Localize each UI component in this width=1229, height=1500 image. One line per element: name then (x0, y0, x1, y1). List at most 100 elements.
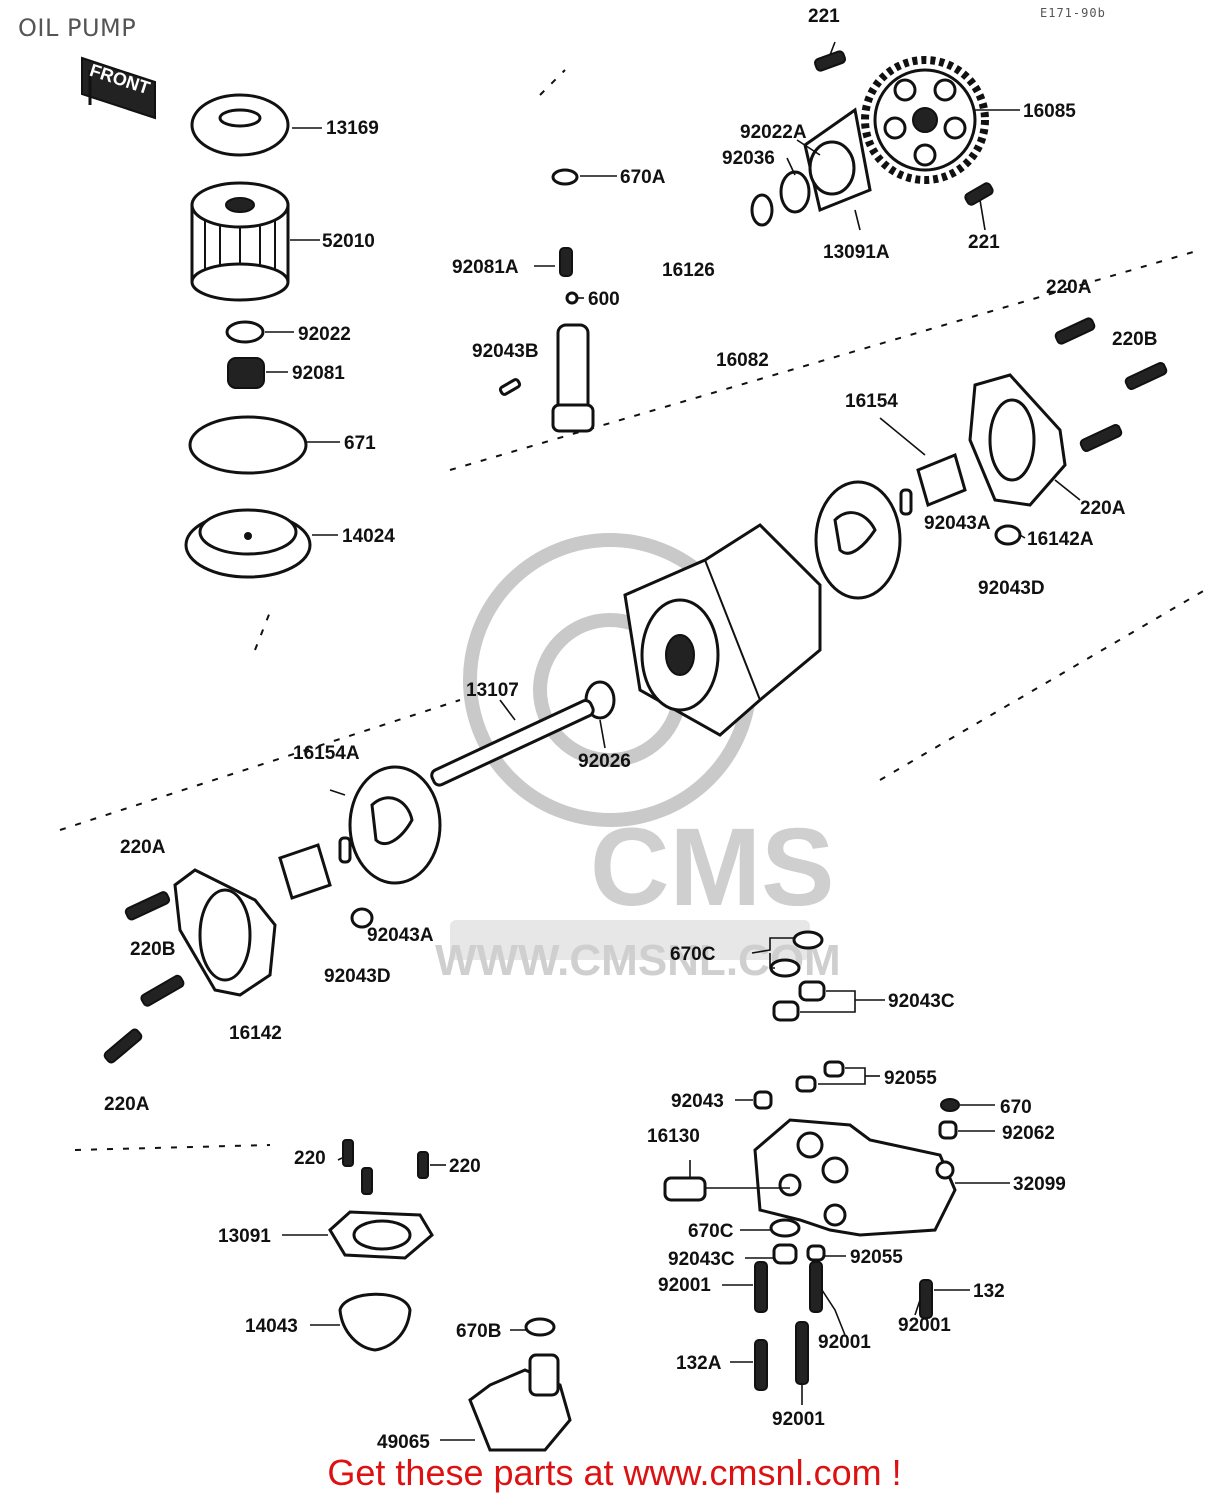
label-670A: 670A (620, 167, 666, 188)
collar-92055-b (795, 1075, 817, 1093)
label-16082: 16082 (716, 350, 769, 371)
ring-670C-1b (769, 958, 801, 978)
screw-220-2 (417, 1151, 429, 1179)
label-14043: 14043 (245, 1316, 298, 1337)
label-92055-2: 92055 (850, 1247, 903, 1268)
label-92022A: 92022A (740, 122, 807, 143)
label-13091A: 13091A (823, 242, 890, 263)
drawing-code: E171-90b (1040, 6, 1106, 20)
label-220-1: 220 (294, 1148, 326, 1169)
ball-600 (565, 291, 579, 305)
label-16154A: 16154A (293, 743, 360, 764)
ring-670C-1a (792, 930, 824, 950)
label-52010: 52010 (322, 231, 375, 252)
label-220A-left-2: 220A (104, 1094, 150, 1115)
pump-housing-32099 (753, 1118, 957, 1237)
label-220A-right-2: 220A (1080, 498, 1126, 519)
inner-rotor-left (278, 843, 332, 900)
label-16130: 16130 (647, 1126, 700, 1147)
shop-link[interactable]: Get these parts at www.cmsnl.com ! (327, 1452, 902, 1493)
collar-92043 (753, 1090, 773, 1110)
label-92081A: 92081A (452, 257, 519, 278)
label-92001-4: 92001 (772, 1409, 825, 1430)
pump-cover-left (173, 868, 277, 997)
label-670B: 670B (456, 1321, 501, 1342)
label-92043C-1: 92043C (888, 991, 955, 1012)
bolt-220A-left-1 (124, 891, 171, 921)
label-92026: 92026 (578, 751, 631, 772)
label-13107: 13107 (466, 680, 519, 701)
bolt-92001-4 (795, 1321, 809, 1385)
label-92043A-right: 92043A (924, 513, 991, 534)
collar-92055-a (823, 1060, 845, 1078)
bolt-92001-1 (754, 1261, 768, 1313)
washer-92036 (779, 170, 811, 214)
label-92001-2: 92001 (818, 1332, 871, 1353)
pin-16142A (994, 524, 1022, 546)
pump-body (623, 523, 822, 737)
o-ring-670B (524, 1317, 556, 1337)
watermark-url: WWW.CMSNL.COM (435, 936, 841, 985)
label-92081: 92081 (292, 363, 345, 384)
label-92043D-right: 92043D (978, 578, 1045, 599)
ring-670C-2 (769, 1218, 801, 1238)
label-92043: 92043 (671, 1091, 724, 1112)
leader-lines (265, 41, 1081, 1441)
label-16085: 16085 (1023, 101, 1076, 122)
label-132A: 132A (676, 1353, 722, 1374)
label-671: 671 (344, 433, 376, 454)
label-220B-left: 220B (130, 939, 175, 960)
plate-13091A (803, 107, 872, 213)
label-16142A: 16142A (1027, 529, 1094, 550)
label-220A-right-1: 220A (1046, 277, 1092, 298)
collar-92055-c (806, 1244, 826, 1262)
label-220-2: 220 (449, 1156, 481, 1177)
label-220A-left-1: 220A (120, 837, 166, 858)
label-92055-1: 92055 (884, 1068, 937, 1089)
strainer-14043 (338, 1292, 412, 1352)
ring-670 (940, 1098, 960, 1112)
label-49065: 49065 (377, 1432, 430, 1453)
filter-cover-14024 (184, 508, 312, 579)
collar-92062 (938, 1120, 958, 1140)
oil-filter-52010 (190, 181, 290, 302)
label-92043C-2: 92043C (668, 1249, 735, 1270)
pipe-49065 (468, 1353, 572, 1452)
label-221-bottom: 221 (968, 232, 1000, 253)
bolt-92001-2 (809, 1261, 823, 1313)
ring-670A (551, 168, 579, 186)
bolt-220A-right-2 (1079, 424, 1123, 452)
label-16154: 16154 (845, 391, 898, 412)
outer-rotor-right (814, 480, 902, 600)
pin-92043A-left (350, 907, 374, 929)
screw-220-3 (361, 1167, 373, 1195)
label-13091: 13091 (218, 1226, 271, 1247)
watermark-brand: CMS (590, 806, 834, 929)
bolt-220B-left (140, 974, 185, 1007)
bolt-132 (919, 1279, 933, 1319)
label-221-top: 221 (808, 6, 840, 27)
pin-92043B (498, 378, 522, 396)
label-92062: 92062 (1002, 1123, 1055, 1144)
spring-92081 (227, 357, 265, 389)
pin-92043A-left-a (338, 836, 352, 864)
label-132: 132 (973, 1281, 1005, 1302)
label-670C-1: 670C (670, 944, 716, 965)
label-16142: 16142 (229, 1023, 282, 1044)
outer-rotor-16154A (348, 765, 442, 885)
label-92043A-left: 92043A (367, 925, 434, 946)
washer-92022 (225, 320, 265, 344)
collar-92043C-a (798, 980, 826, 1002)
inner-rotor-16154 (916, 452, 967, 508)
label-670C-2: 670C (688, 1221, 734, 1242)
pump-cover-right (968, 373, 1067, 507)
filter-cap-13169 (190, 93, 290, 157)
spring-92081A (559, 247, 573, 277)
label-92001-1: 92001 (658, 1275, 711, 1296)
screw-220-1 (342, 1139, 354, 1167)
label-92022: 92022 (298, 324, 351, 345)
bolt-220A-right-1 (1054, 317, 1096, 345)
screw-221-top (813, 50, 847, 72)
label-14024: 14024 (342, 526, 395, 547)
label-92043D-left: 92043D (324, 966, 391, 987)
